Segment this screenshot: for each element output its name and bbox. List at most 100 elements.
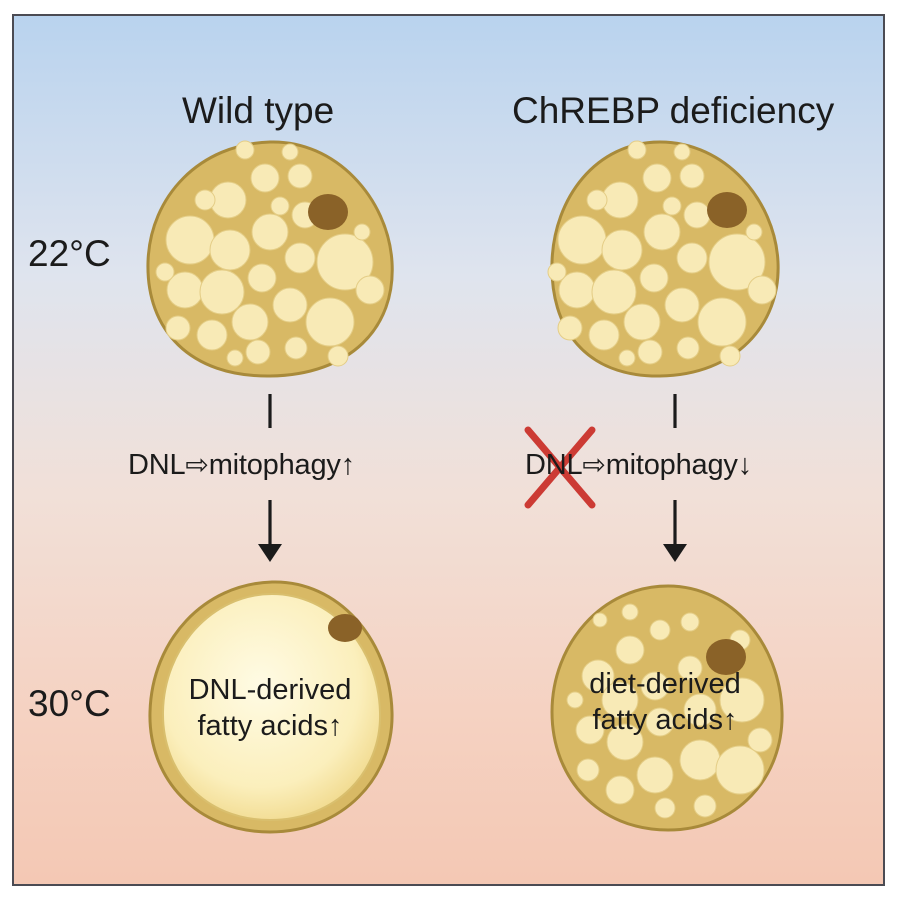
lipid-droplet (245, 339, 271, 365)
title-chrebp-deficiency: ChREBP deficiency (512, 90, 835, 131)
lipid-droplet (601, 681, 639, 719)
hollow-arrow-icon: ⇨ (582, 448, 606, 481)
lipid-droplet (640, 671, 670, 701)
lipid-droplet (251, 213, 289, 251)
nucleus-icon (328, 614, 362, 642)
lipid-droplet (557, 215, 607, 265)
lipid-droplet (618, 349, 636, 367)
label-line-2: fatty acids↑ (170, 708, 370, 744)
lipid-droplet (235, 140, 255, 160)
lipid-droplet (637, 339, 663, 365)
nucleus-icon (707, 192, 747, 228)
temp-30c: 30°C (28, 683, 111, 724)
nucleus-icon (706, 639, 746, 675)
lipid-droplet (708, 233, 766, 291)
lipid-droplet (272, 287, 308, 323)
lipid-droplet (662, 196, 682, 216)
hollow-arrow-icon: ⇨ (185, 448, 209, 481)
pathway-wild-type: DNL⇨mitophagy↑ (128, 448, 355, 482)
increase-arrow-icon: ↑ (328, 710, 343, 742)
lipid-droplet (627, 140, 647, 160)
lipid-droplet (231, 303, 269, 341)
label-dnl-derived-fatty-acids: DNL-derived fatty acids↑ (170, 672, 370, 744)
lipid-droplet (715, 745, 765, 795)
lipid-droplet (155, 262, 175, 282)
lipid-droplet (676, 336, 700, 360)
lipid-droplet (636, 756, 674, 794)
lipid-droplet (643, 213, 681, 251)
lipid-droplet (592, 612, 608, 628)
lipid-droplet (284, 242, 316, 274)
title-wild-type: Wild type (182, 90, 335, 131)
lipid-droplet (247, 263, 277, 293)
lipid-droplet (566, 691, 584, 709)
lipid-droplet (287, 163, 313, 189)
lipid-droplet (683, 201, 711, 229)
lipid-droplet (683, 693, 717, 727)
lipid-droplet (327, 345, 349, 367)
lipid-droplet (605, 775, 635, 805)
mitophagy-label: mitophagy (605, 449, 738, 481)
dnl-label: DNL (128, 449, 186, 481)
lipid-droplet (606, 723, 644, 761)
increase-arrow-icon: ↑ (340, 449, 356, 481)
label-line-2: fatty acids↑ (560, 702, 770, 738)
lipid-droplet (664, 287, 700, 323)
multilocular-adipocyte-chrebp-deficient (547, 140, 780, 378)
label-line-2-text: fatty acids (197, 710, 329, 742)
lipid-droplet (581, 659, 615, 693)
lipid-droplet (677, 655, 703, 681)
multilocular-adipocyte-wild-type (146, 140, 394, 378)
lipid-droplet (645, 707, 675, 737)
lipid-droplet (284, 336, 308, 360)
lipid-droplet (209, 229, 251, 271)
lipid-droplet (642, 163, 672, 193)
lipid-droplet (196, 319, 228, 351)
lipid-droplet (679, 739, 721, 781)
lipid-droplet (194, 189, 216, 211)
lipid-droplet (747, 275, 777, 305)
lipid-droplet (673, 143, 691, 161)
lipid-droplet (719, 345, 741, 367)
lipid-droplet (719, 677, 765, 723)
lipid-droplet (591, 269, 637, 315)
lipid-droplet (676, 242, 708, 274)
lipid-droplet (588, 319, 620, 351)
lipid-droplet (654, 797, 676, 819)
lipid-droplet (250, 163, 280, 193)
blocked-cross-icon (524, 426, 596, 509)
flow-connectors (258, 394, 687, 562)
pathway-chrebp: DNL⇨mitophagy↓ (525, 448, 752, 482)
lipid-droplet (199, 269, 245, 315)
lipid-droplet (270, 196, 290, 216)
nucleus-icon (308, 194, 348, 230)
label-diet-derived-fatty-acids: diet-derived fatty acids↑ (560, 666, 770, 738)
dnl-label-blocked: DNL (525, 449, 583, 481)
lipid-droplet (639, 263, 669, 293)
lipid-droplet (281, 143, 299, 161)
label-line-1: DNL-derived (188, 674, 352, 706)
lipid-droplet (693, 794, 717, 818)
lipid-droplet (355, 275, 385, 305)
lipid-droplet (547, 262, 567, 282)
increase-arrow-icon: ↑ (723, 704, 738, 736)
label-line-1: diet-derived (589, 668, 741, 700)
label-line-2-text: fatty acids (592, 704, 724, 736)
lipid-droplet (697, 297, 747, 347)
lipid-droplet (165, 215, 215, 265)
lipid-droplet (165, 315, 191, 341)
lipid-droplet (680, 612, 700, 632)
decrease-arrow-icon: ↓ (737, 449, 753, 481)
mitophagy-label: mitophagy (208, 449, 341, 481)
lipid-droplet (745, 223, 763, 241)
lipid-droplet (649, 619, 671, 641)
lipid-droplet (557, 315, 583, 341)
lipid-droplet (586, 189, 608, 211)
temp-22c: 22°C (28, 233, 111, 274)
lipid-droplet (747, 727, 773, 753)
lipid-droplet (575, 715, 605, 745)
lipid-droplet (226, 349, 244, 367)
lipid-droplet (679, 163, 705, 189)
lipid-droplet (601, 229, 643, 271)
